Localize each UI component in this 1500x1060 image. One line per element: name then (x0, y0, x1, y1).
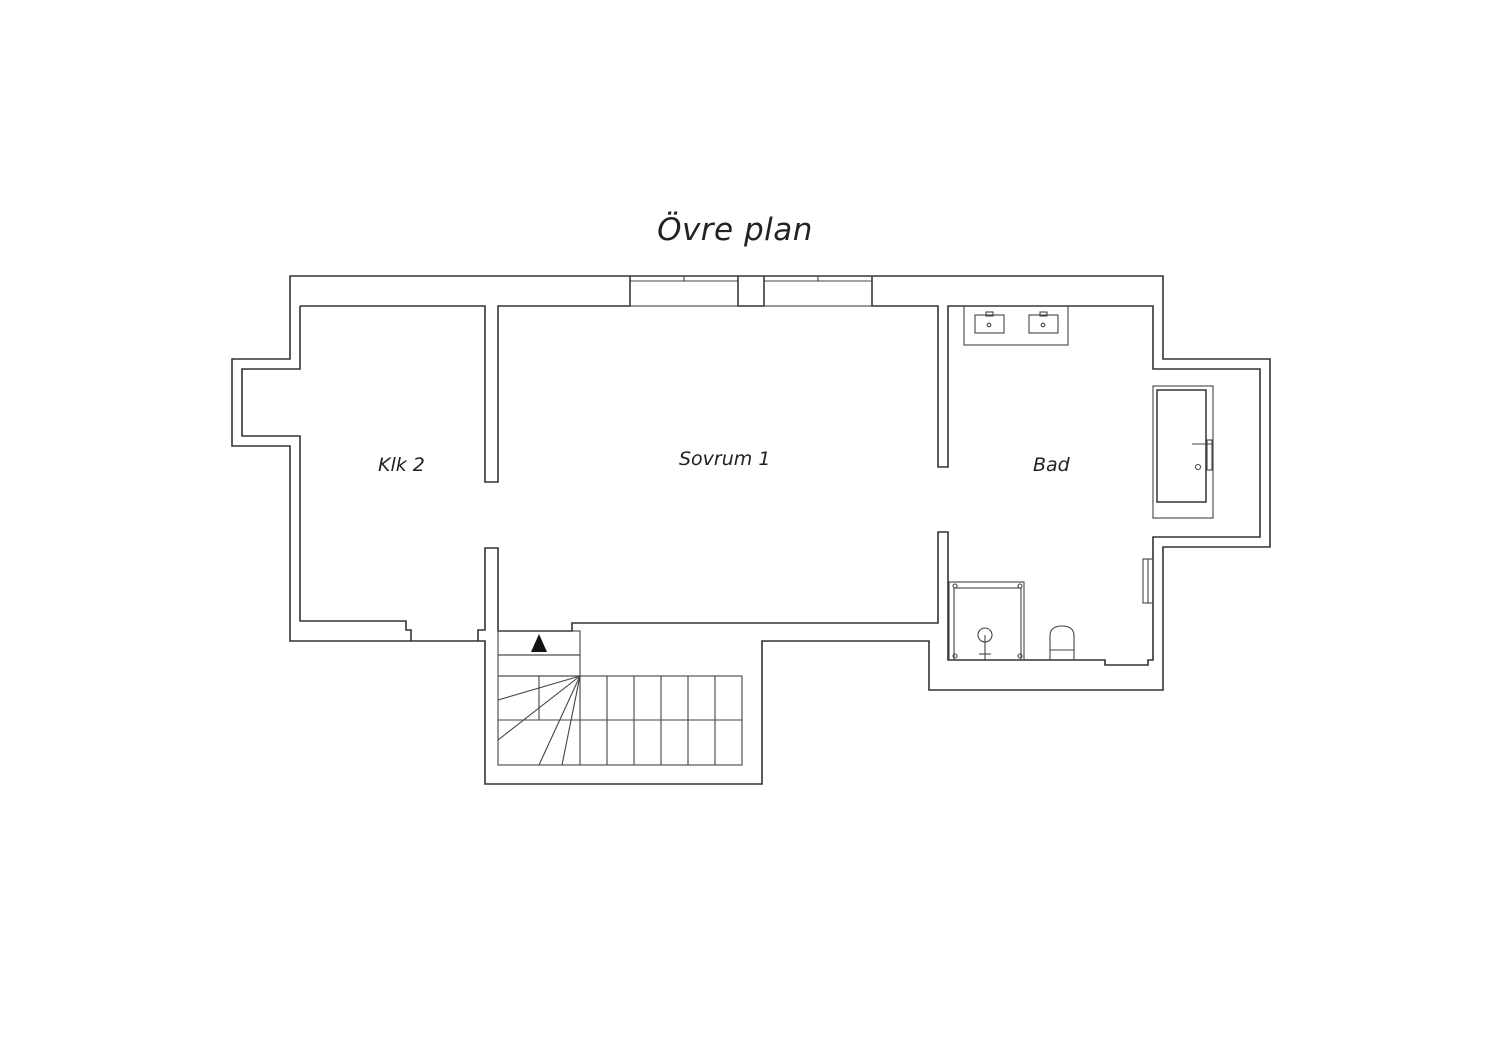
plan-title: Övre plan (657, 212, 813, 248)
bathtub (1152, 385, 1214, 519)
shower (948, 581, 1025, 661)
sink-left (974, 314, 1005, 334)
room-label-klk2: Klk 2 (378, 454, 425, 476)
room-label-bad: Bad (1033, 454, 1070, 476)
window-bath-side (1142, 558, 1154, 604)
window-top-right (763, 275, 873, 307)
vanity (963, 305, 1069, 346)
inner-wall (241, 276, 1261, 666)
outer-wall (231, 275, 1271, 785)
staircase (497, 630, 743, 766)
stair-direction-arrow (531, 634, 547, 652)
toilet (1049, 625, 1075, 660)
sink-right (1028, 314, 1059, 334)
room-label-sovrum1: Sovrum 1 (679, 448, 771, 470)
window-top-left (629, 275, 739, 307)
